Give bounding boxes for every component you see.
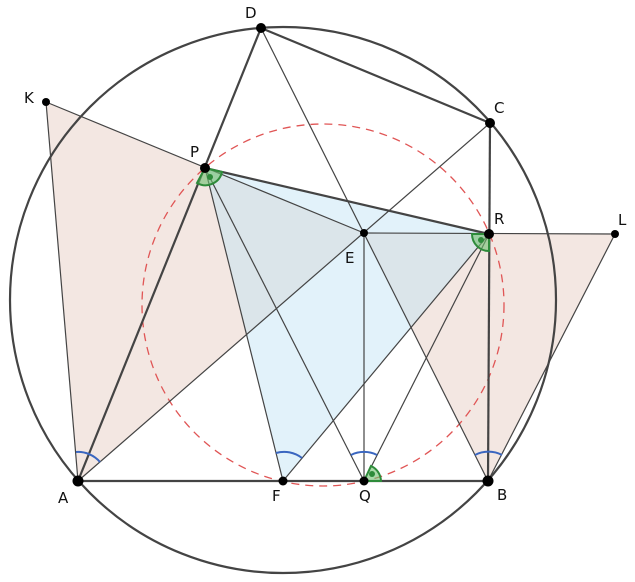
triangle-KEA	[46, 102, 364, 481]
segment-AC	[77, 122, 491, 482]
label-A: A	[58, 489, 69, 507]
label-Q: Q	[359, 487, 371, 505]
angle-dot-R	[478, 237, 484, 243]
angle-arc-F	[275, 450, 303, 459]
segment-PQ	[204, 167, 365, 482]
point-Q	[359, 476, 369, 486]
segment-AD	[76, 27, 263, 482]
point-L	[611, 230, 619, 238]
point-D	[256, 23, 266, 33]
segment-PF	[204, 167, 284, 482]
angle-arc-B	[474, 450, 503, 456]
segment-CB	[486, 122, 492, 482]
segment-PR	[204, 166, 490, 236]
point-B	[482, 475, 494, 487]
segment-KA	[45, 101, 79, 482]
segment-DC	[260, 26, 491, 125]
label-E: E	[345, 249, 354, 267]
circumcircle	[8, 25, 558, 575]
segment-QR	[363, 233, 490, 482]
label-B: B	[497, 486, 507, 504]
angle-dot-Q	[369, 471, 375, 477]
label-C: C	[494, 99, 504, 117]
point-K	[42, 98, 50, 106]
angle-dot-P	[207, 174, 213, 180]
dashed-circle	[141, 123, 505, 487]
label-F: F	[272, 487, 281, 505]
label-P: P	[190, 143, 199, 161]
point-R	[484, 229, 494, 239]
point-A	[72, 475, 84, 487]
label-K: K	[24, 89, 35, 107]
label-D: D	[245, 4, 257, 22]
segment-DB	[260, 27, 489, 482]
label-L: L	[618, 211, 627, 229]
angle-arc-A	[75, 450, 101, 463]
point-F	[278, 476, 288, 486]
angle-arc-Q	[350, 450, 378, 456]
segment-LB	[487, 233, 616, 482]
triangle-PFR	[205, 168, 489, 481]
point-C	[485, 118, 495, 128]
point-P	[200, 163, 210, 173]
point-E	[360, 229, 368, 237]
segment-FR	[282, 233, 490, 482]
label-R: R	[494, 210, 504, 228]
